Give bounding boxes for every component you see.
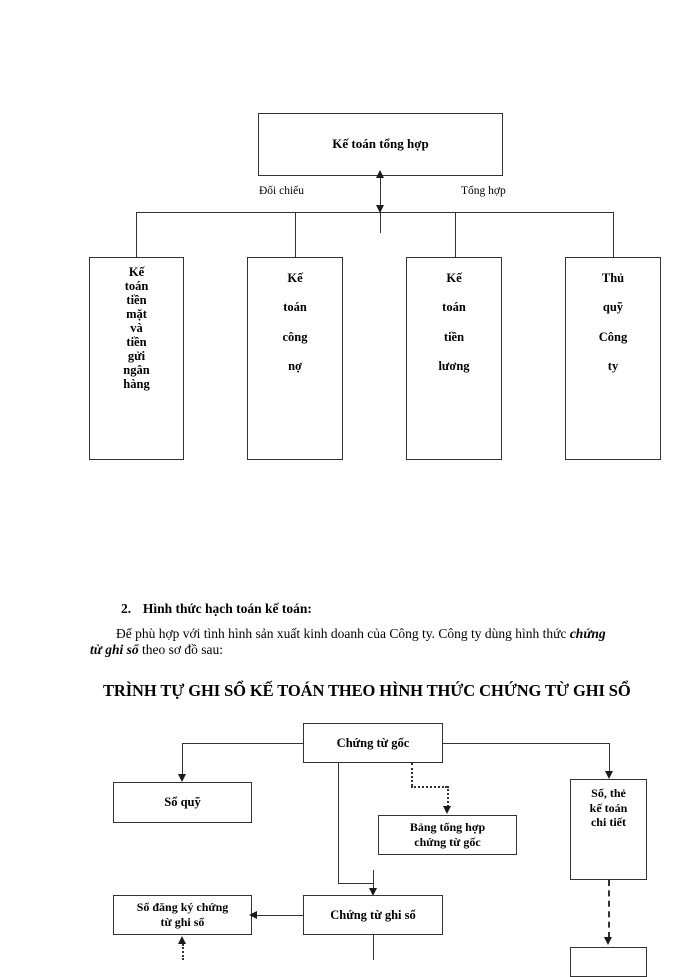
flow-link-source-to-summary-v2: [447, 786, 449, 807]
org-bus-horizontal: [136, 212, 613, 213]
flow-link-source-to-summary-h: [411, 786, 447, 788]
org-connector-label-left: Đối chiếu: [259, 185, 305, 197]
org-connector-up-line: [380, 176, 381, 233]
flow-link-into-register-arrow: [178, 936, 186, 944]
paragraph-part-1: Để phù hợp với tình hình sản xuất kinh d…: [116, 626, 570, 641]
section-heading: 2. Hình thức hạch toán kế toán:: [121, 601, 312, 617]
flow-link-detail-down-arrow: [604, 937, 612, 945]
flow-link-source-to-voucher-v2: [373, 870, 374, 890]
flow-node-voucher: Chứng từ ghi sổ: [303, 895, 443, 935]
flow-link-detail-down-dashed: [608, 880, 610, 938]
section-number: 2.: [121, 601, 132, 616]
flow-node-cash-book-label: Sổ quỹ: [164, 795, 201, 810]
flow-node-register-book: Sổ đăng ký chứng từ ghi sổ: [113, 895, 252, 935]
org-connector-label-right: Tổng hợp: [461, 185, 506, 197]
flow-link-source-to-voucher-v: [338, 763, 339, 883]
paragraph-part-2: theo sơ đồ sau:: [138, 642, 223, 657]
org-node-treasurer: Thủ quỹ Công ty: [565, 257, 661, 460]
org-node-payables: Kế toán công nợ: [247, 257, 343, 460]
org-drop-1: [136, 212, 137, 257]
org-node-cash-and-bank-label: Kế toán tiền mặt và tiền gửi ngân hàng: [123, 265, 150, 391]
flow-chart-title: TRÌNH TỰ GHI SỔ KẾ TOÁN THEO HÌNH THỨC C…: [103, 681, 631, 700]
org-drop-3: [455, 212, 456, 257]
flow-node-source-document-label: Chứng từ gốc: [336, 735, 410, 750]
org-node-payroll: Kế toán tiền lương: [406, 257, 502, 460]
org-connector-up-arrowhead: [376, 170, 384, 178]
flow-link-source-to-cashbook-arrow: [178, 774, 186, 782]
flow-link-voucher-to-register-arrow: [249, 911, 257, 919]
flow-node-detail-ledger: Sổ, thẻ kế toán chi tiết: [570, 779, 647, 880]
flow-link-source-to-voucher-arrow: [369, 888, 377, 896]
org-node-cash-and-bank: Kế toán tiền mặt và tiền gửi ngân hàng: [89, 257, 184, 460]
flow-link-into-register-dotted: [182, 944, 184, 960]
flow-link-source-to-cashbook-v: [182, 743, 183, 775]
flow-node-summary-table: Bảng tổng hợp chứng từ gốc: [378, 815, 517, 855]
section-heading-text: Hình thức hạch toán kế toán:: [142, 601, 312, 616]
org-bus-arrowhead: [376, 205, 384, 213]
org-drop-4: [613, 212, 614, 257]
flow-node-cropped-bottom-right: [570, 947, 647, 977]
flow-node-detail-ledger-label: Sổ, thẻ kế toán chi tiết: [589, 786, 628, 830]
flow-link-voucher-down: [373, 935, 374, 960]
flow-link-voucher-to-register-h: [256, 915, 303, 916]
org-node-payables-label: Kế toán công nợ: [282, 271, 308, 374]
flow-link-source-to-detail-v: [609, 743, 610, 772]
org-node-payroll-label: Kế toán tiền lương: [438, 271, 470, 374]
flow-link-source-to-cashbook-h: [182, 743, 303, 744]
org-node-accounting-general-label: Kế toán tổng hợp: [332, 136, 429, 152]
org-drop-2: [295, 212, 296, 257]
flow-node-register-book-label: Sổ đăng ký chứng từ ghi sổ: [136, 900, 229, 929]
org-node-accounting-general: Kế toán tổng hợp: [258, 113, 503, 176]
flow-node-voucher-label: Chứng từ ghi sổ: [330, 907, 416, 922]
flow-link-source-to-summary-arrow: [443, 806, 451, 814]
flow-node-source-document: Chứng từ gốc: [303, 723, 443, 763]
org-node-treasurer-label: Thủ quỹ Công ty: [598, 271, 628, 374]
flow-node-cash-book: Sổ quỹ: [113, 782, 252, 823]
flow-link-source-to-summary-v1: [411, 763, 413, 786]
paragraph-emphasis: chứng từ ghi sổ: [90, 626, 606, 657]
flow-link-source-to-detail-arrow: [605, 771, 613, 779]
flow-node-summary-table-label: Bảng tổng hợp chứng từ gốc: [409, 820, 486, 849]
flow-link-source-to-voucher-h: [338, 883, 373, 884]
flow-link-source-to-detail-h: [443, 743, 610, 744]
section-paragraph: Để phù hợp với tình hình sản xuất kinh d…: [90, 626, 620, 658]
